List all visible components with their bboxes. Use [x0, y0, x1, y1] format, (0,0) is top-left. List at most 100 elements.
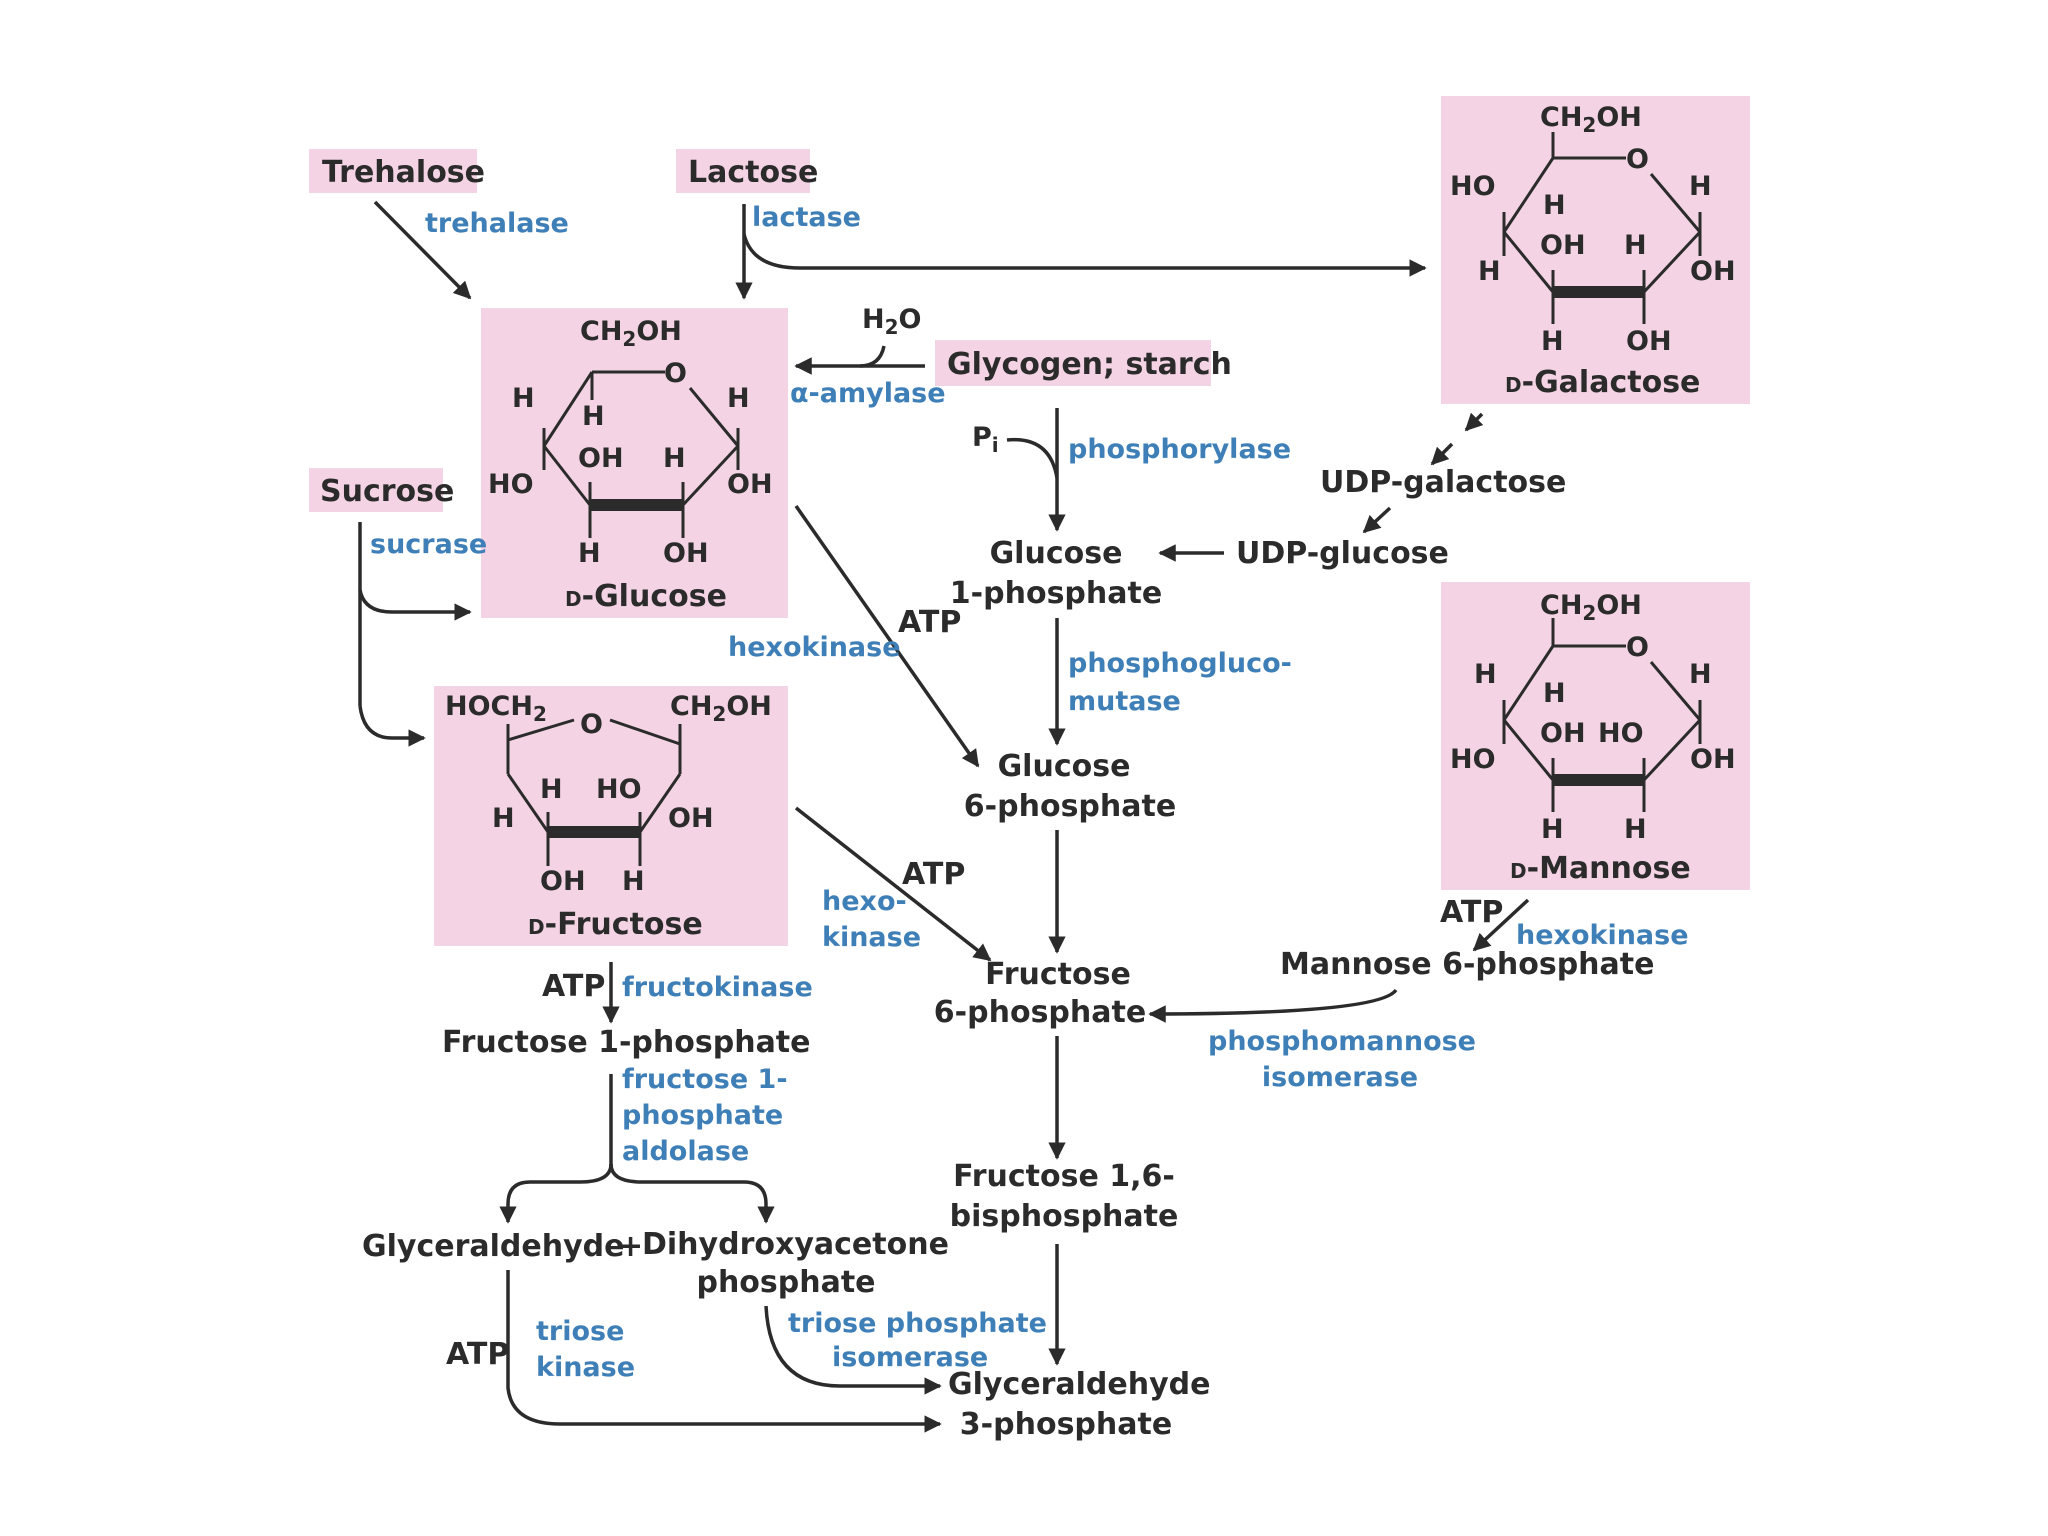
glucose-1p-label-line1: Glucose [990, 536, 1123, 571]
gap-label-line2: 3-phosphate [960, 1407, 1172, 1442]
phosphoglucomutase-label-line2: mutase [1068, 686, 1181, 717]
f16bp-label-line2: bisphosphate [950, 1199, 1179, 1234]
mannose-ring-o: O [1626, 632, 1649, 663]
fructose-h-c4-inner: H [540, 774, 563, 805]
dhap-label-line1: Dihydroxyacetone [642, 1227, 949, 1262]
galactose-h-c2: H [1624, 230, 1647, 261]
mannose-ho-c2: HO [1598, 718, 1644, 749]
water-curve [859, 345, 886, 368]
aldolase-label-line2: phosphate [622, 1100, 783, 1131]
galactose-ring-o: O [1626, 144, 1649, 175]
galactose-h-c4-bottom: H [1478, 256, 1501, 287]
sucrose-box [309, 468, 443, 512]
alpha-amylase-label: α-amylase [790, 378, 946, 409]
phosphomannose-isomerase-label-line2: isomerase [1262, 1062, 1418, 1093]
tpi-label-line2: isomerase [832, 1342, 988, 1373]
mannose-structure: CH2OH O H H H HO OH HO OH H H D-Mannose [1450, 590, 1736, 886]
glucose-oh-c1: OH [727, 469, 773, 500]
arrow-mannose-to-mannose-6p [1472, 898, 1530, 952]
galactose-structure: CH2OH O HO H H H OH H OH H OH D-Galactos… [1450, 102, 1736, 400]
fructose-ho-c3-inner: HO [596, 774, 642, 805]
glucose-h-c3-bottom: H [578, 538, 601, 569]
mannose-ch2oh: CH2OH [1540, 590, 1642, 625]
arrow-glyceraldehyde-to-gap [506, 1270, 942, 1433]
galactose-h-c5-inner: H [1543, 190, 1566, 221]
glycogen-starch-label: Glycogen; starch [947, 347, 1232, 382]
fructose-h-c3-bottom: H [622, 866, 645, 897]
hexokinase-fructose-label-line2: kinase [822, 922, 921, 953]
atp-fructokinase: ATP [542, 969, 605, 1004]
arrow-sucrose-to-fructose [358, 705, 426, 747]
mannose-oh-c3: OH [1540, 718, 1586, 749]
glucose-ring-o: O [664, 358, 687, 389]
fructose-structure-box [434, 686, 788, 946]
fructose-name: D-Fructose [528, 907, 703, 942]
fructose-structure: HOCH2 O CH2OH H HO H OH OH H D-Fructose [445, 691, 772, 942]
glucose-structure: CH2OH O H OH H H HO OH H H OH D-Glucose [488, 316, 773, 614]
arrow-galactose-to-udp-galactose-1 [1464, 412, 1484, 432]
glucose-h-c4-top: H [512, 383, 535, 414]
hexokinase-glucose-label: hexokinase [728, 632, 901, 663]
trehalase-label: trehalase [425, 208, 569, 239]
galactose-h-c3-bottom: H [1541, 326, 1564, 357]
phosphorylase-label: phosphorylase [1068, 434, 1291, 465]
trehalose-box [309, 149, 477, 193]
phosphomannose-isomerase-label-line1: phosphomannose [1208, 1026, 1476, 1057]
arrow-udp-galactose-to-udp-glucose [1362, 506, 1392, 534]
glucose-oh-c2-bottom: OH [663, 538, 709, 569]
galactose-name: D-Galactose [1505, 365, 1700, 400]
fructose-oh-c4-bottom: OH [540, 866, 586, 897]
glucose-6p-label-line1: Glucose [998, 749, 1131, 784]
phosphoglucomutase-label-line1: phosphogluco- [1068, 648, 1292, 679]
aldolase-label-line3: aldolase [622, 1136, 749, 1167]
hexokinase-fructose-label-line1: hexo- [822, 886, 907, 917]
fructose-6p-label-line1: Fructose [985, 957, 1131, 992]
fructose-1p-label: Fructose 1-phosphate [442, 1025, 811, 1060]
arrow-sucrose-to-glucose [358, 589, 472, 621]
mannose-h-c1-top: H [1689, 659, 1712, 690]
fructose-ring-o: O [580, 709, 603, 740]
mannose-h-c2-bottom: H [1624, 814, 1647, 845]
glycogen-box [935, 340, 1211, 386]
arrow-galactose-to-udp-galactose-2 [1430, 442, 1454, 466]
glucose-ho-c4: HO [488, 469, 534, 500]
triose-kinase-label-line1: triose [536, 1316, 624, 1347]
galactose-structure-box [1441, 96, 1750, 404]
atp-glucose-hexokinase: ATP [898, 605, 961, 640]
mannose-oh-c1: OH [1690, 744, 1736, 775]
f16bp-label-line1: Fructose 1,6- [953, 1159, 1175, 1194]
arrow-mannose-6p-to-fructose-6p [1148, 988, 1398, 1023]
atp-mannose-hexokinase: ATP [1440, 895, 1503, 930]
hexokinase-mannose-label: hexokinase [1516, 920, 1689, 951]
sucrose-label: Sucrose [320, 474, 454, 509]
galactose-oh-c2-bottom: OH [1626, 326, 1672, 357]
glucose-oh-c3: OH [578, 443, 624, 474]
galactose-h-c1-top: H [1689, 171, 1712, 202]
triose-kinase-label-line2: kinase [536, 1352, 635, 1383]
mannose-h-c3-bottom: H [1541, 814, 1564, 845]
lactose-label: Lactose [688, 155, 818, 190]
udp-galactose-label: UDP-galactose [1320, 465, 1566, 500]
mannose-h-c4-top: H [1474, 659, 1497, 690]
arrow-aldolase-split [499, 1163, 613, 1224]
fructokinase-label: fructokinase [622, 972, 813, 1003]
fructose-ch2oh: CH2OH [670, 691, 772, 726]
fructose-h-c5: H [492, 803, 515, 834]
fructose-hoch2: HOCH2 [445, 691, 547, 726]
glucose-1p-label-line2: 1-phosphate [950, 576, 1162, 611]
mannose-h-c5-inner: H [1543, 678, 1566, 709]
arrow-lactose-to-galactose [742, 233, 1427, 277]
lactose-box [676, 149, 810, 193]
arrow-dhap-to-gap [764, 1305, 942, 1395]
glucose-structure-box [481, 308, 788, 618]
fructose-oh-c2: OH [668, 803, 714, 834]
arrow-trehalose-to-glucose [373, 200, 472, 300]
sucrase-label: sucrase [370, 529, 487, 560]
galactose-oh-c3: OH [1540, 230, 1586, 261]
glucose-ch2: CH2OH [580, 316, 682, 351]
fructose-6p-label-line2: 6-phosphate [934, 995, 1146, 1030]
water-label: H2O [862, 304, 921, 339]
glyceraldehyde-label: Glyceraldehyde [362, 1229, 624, 1264]
glucose-h-c2: H [663, 443, 686, 474]
